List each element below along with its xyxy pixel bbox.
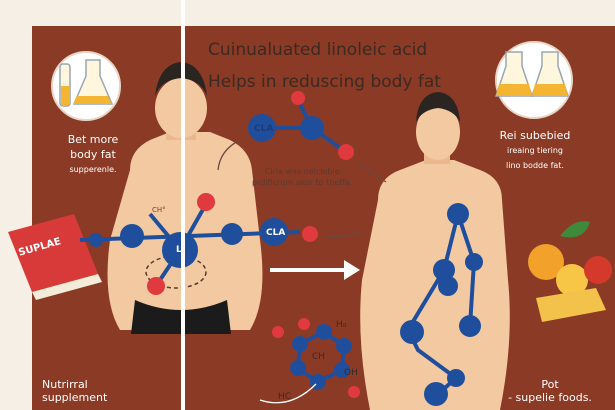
right-caption-line3: lino bodde fat.	[506, 161, 564, 170]
ch-label: CH	[312, 352, 326, 362]
mid-caption: Clria was nelcloble prdificrum akor to t…	[252, 166, 352, 188]
right-caption-line2: ireaing tiering	[506, 146, 563, 155]
cla-label-mid: CLA	[266, 228, 286, 238]
right-caption-line1: Rei subebied	[499, 129, 571, 142]
bottom-left-caption: Nutrirral supplement	[42, 378, 107, 404]
left-caption-line2: body fat	[70, 148, 116, 161]
left-caption-line1: Bet more	[67, 133, 119, 146]
l-label: L	[176, 245, 182, 255]
hc-label: HC	[278, 392, 292, 402]
oh-label: OH	[344, 368, 358, 378]
right-lab-glass-icon	[494, 41, 573, 119]
mid-caption-line1: Clria was nelcloble	[264, 167, 340, 176]
h-label: H₀	[336, 320, 347, 330]
left-lab-glass-icon	[51, 51, 121, 121]
left-body-figure	[107, 62, 263, 334]
bottom-right-line2: - supelie foods.	[508, 391, 592, 404]
left-caption-line3: supperenle.	[69, 165, 117, 174]
bottom-left-line2: supplement	[42, 391, 108, 404]
mid-caption-line2: prdificrum akor to theffa.	[252, 178, 353, 187]
bottom-right-caption: Pot - supelie foods.	[500, 378, 600, 404]
bottom-right-line1: Pot	[541, 378, 559, 391]
title-line-2: Helps in reduscing body fat	[208, 72, 441, 92]
ring-molecule	[272, 318, 360, 398]
arrow-icon	[270, 260, 360, 280]
left-caption: Bet more body fat supperenle.	[38, 132, 148, 177]
right-caption: Rei subebied ireaing tiering lino bodde …	[470, 128, 600, 173]
cla-label-top: CLA	[254, 124, 274, 134]
curved-arrow-icon	[217, 139, 387, 404]
divider-line	[181, 0, 185, 410]
cb-label: CH°	[152, 206, 166, 214]
supplement-book-icon	[8, 214, 102, 300]
molecule-mid	[79, 193, 318, 295]
bottom-left-line1: Nutrirral	[42, 378, 88, 391]
title-line-1: Cuinualuated linoleic acid	[208, 40, 428, 60]
right-chain-molecule	[400, 203, 483, 406]
fruit-icon	[528, 221, 612, 322]
molecule-top	[248, 91, 354, 160]
